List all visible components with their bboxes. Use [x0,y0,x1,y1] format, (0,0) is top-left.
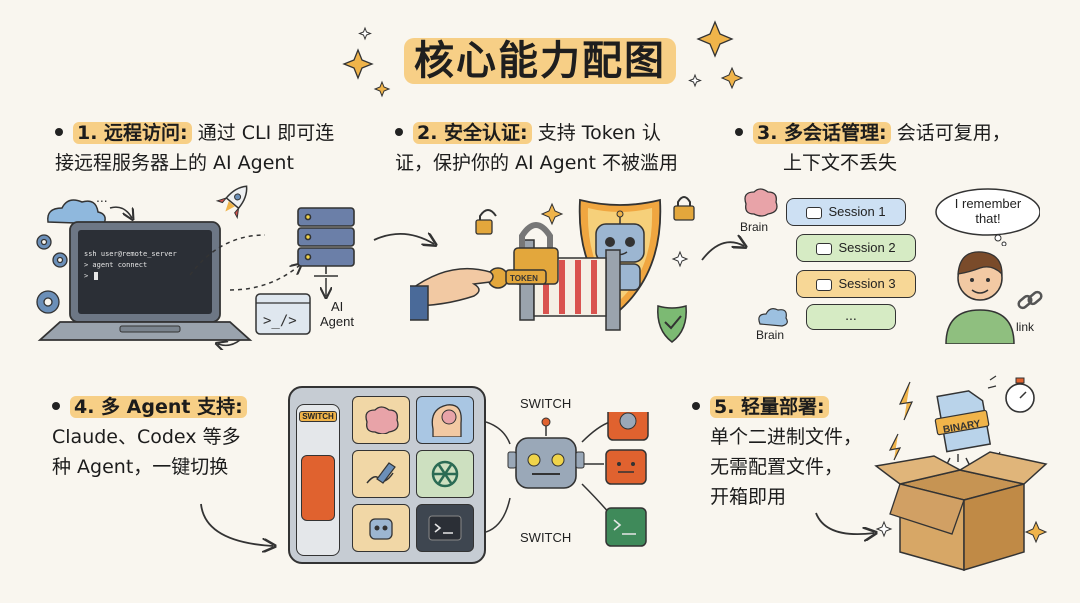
session-2-bubble: Session 2 [796,234,916,262]
link-icon [1017,290,1043,310]
cloud-icon [47,199,106,225]
agent-tile-brain[interactable] [352,396,410,444]
terminal-icon [428,515,462,541]
feature-remote-access: 1. 远程访问: 通过 CLI 即可连 接远程服务器上的 AI Agent [55,122,335,174]
deploy-illustration: BINARY [874,375,1048,572]
gear-icon [36,234,68,314]
agent-grid [352,396,480,556]
switch-lever[interactable] [301,455,335,521]
lightning-icon [888,433,902,461]
switch-label-bottom: SWITCH [520,530,572,545]
openai-icon [431,460,459,488]
switch-label-top: SWITCH [520,396,572,411]
shield-check-icon [657,305,687,343]
feature-lightweight-deploy: 5. 轻量部署: 单个二进制文件， 无需配置文件， 开箱即用 [692,392,892,512]
arrow-icon [701,230,750,261]
arrow-icon [200,503,285,560]
feature-multi-agent: 4. 多 Agent 支持: Claude、Codex 等多 种 Agent，一… [52,392,282,482]
remote-access-illustration: ssh user@remote_server > agent connect >… [36,185,355,350]
agent-card-face [605,449,647,485]
arrow-icon [373,220,442,260]
head-brain-icon [431,404,462,437]
agent-switch-panel: SWITCH [288,386,486,564]
pen-icon [366,462,396,484]
security-illustration: TOKEN [410,196,695,343]
page-title: 核心能力配图 [0,28,1080,86]
person-avatar [945,251,1015,344]
code-label: >_/> [263,313,297,329]
laptop-icon [37,221,253,341]
feature-security-auth: 2. 安全认证: 支持 Token 认 证，保护你的 AI Agent 不被滥用 [395,122,678,174]
switch-slot: SWITCH [296,404,340,556]
agent-tile-terminal[interactable] [416,504,474,552]
lock-icon [475,209,497,235]
switch-badge: SWITCH [299,411,337,422]
brain-label-bottom: Brain [756,328,785,342]
lightning-icon [898,381,914,421]
terminal-line-2: > agent connect [84,261,147,269]
agent-tile-writing[interactable] [352,450,410,498]
lock-icon [673,196,695,221]
code-window-icon [255,293,311,335]
hand-icon [410,267,494,321]
session-3-bubble: Session 3 [796,270,916,298]
robot-icon [369,518,393,540]
key-icon [487,267,547,289]
agent-label-ai: AI [331,299,343,314]
agent-tile-robot[interactable] [352,504,410,552]
binary-file-icon [934,390,992,453]
brain-label-top: Brain [740,220,769,234]
thought-bubble [935,188,1040,246]
agent-label-agent: Agent [320,314,354,329]
ellipsis: ... [96,189,108,205]
terminal-line-1: ssh user@remote_server [84,250,177,258]
terminal-line-3: > [84,272,88,280]
agent-tile-openai[interactable] [416,450,474,498]
stopwatch-icon [1005,377,1035,413]
agent-card-terminal [605,507,647,547]
session-1-bubble: Session 1 [786,198,906,226]
agent-tile-head[interactable] [416,396,474,444]
feature-multi-session: 3. 多会话管理: 会话可复用， 上下文不丢失 [735,118,1065,178]
token-label: TOKEN [510,274,538,283]
link-label: link [1016,320,1035,334]
rocket-icon [215,185,248,220]
arrow-icon [815,512,882,545]
brain-icon [365,406,399,434]
brain-icon [744,188,778,217]
multi-session-illustration: Brain Session 1 Session 2 Session 3 ... … [740,188,1070,348]
title-sparkles [342,20,744,98]
server-icon [297,207,355,277]
session-more-bubble: ... [806,304,896,330]
box-icon [874,451,1048,572]
robot-icon [507,417,585,489]
agent-router-illustration [486,412,649,547]
cloud-brain-icon [758,308,788,327]
